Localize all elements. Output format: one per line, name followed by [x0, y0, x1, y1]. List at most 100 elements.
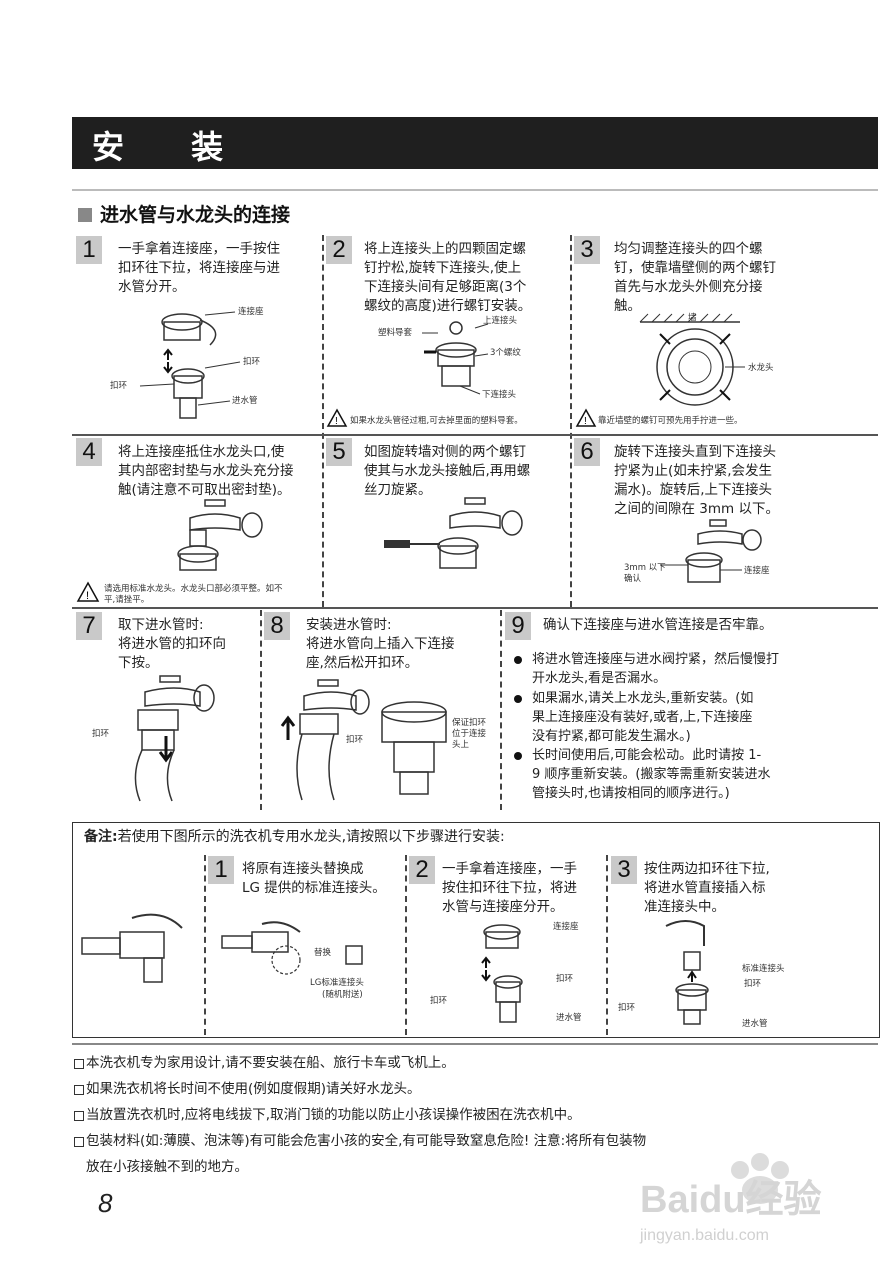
- label: 扣环: [744, 979, 762, 989]
- divider: [570, 235, 572, 607]
- footnote: 本洗衣机专为家用设计,请不要安装在船、旅行卡车或飞机上。: [86, 1055, 455, 1071]
- label: 扣环: [618, 1003, 636, 1013]
- warning-text: 请选用标准水龙头。水龙头口部必须平整。如不平,请挫平。: [104, 584, 283, 605]
- label: 扣环: [243, 357, 261, 367]
- hose-removal-illustration: [134, 675, 215, 802]
- step-number: 7: [76, 612, 102, 640]
- step-2-text: 将上连接头上的四颗固定螺钉拧松,旋转下连接头,使上下连接头间有足够距离(3个螺纹…: [364, 241, 532, 314]
- step-number: 8: [264, 612, 290, 640]
- label: 进水管: [232, 396, 258, 406]
- replace-connector-illustration: [221, 921, 363, 975]
- step-5-text: 如图旋转墙对侧的两个螺钉使其与水龙头接触后,再用螺丝刀旋紧。: [364, 444, 531, 498]
- special-faucet-illustration: [81, 913, 183, 983]
- label: 标准连接头: [742, 964, 785, 974]
- note-step-3-text: 按住两边扣环往下拉,将进水管直接插入标准连接头中。: [644, 861, 770, 915]
- bullet-icon: [514, 752, 522, 760]
- footnote: 包装材料(如:薄膜、泡沫等)有可能会危害小孩的安全,有可能导致窒息危险! 注意:…: [86, 1133, 647, 1149]
- step-3-text: 均匀调整连接头的四个螺钉，使靠墙壁侧的两个螺钉首先与水龙头外侧充分接触。: [614, 241, 776, 314]
- label: 扣环: [110, 381, 128, 391]
- svg-text:!: !: [584, 416, 587, 427]
- warning-icon: !: [326, 408, 348, 427]
- connector-illustration: [481, 924, 523, 1023]
- divider: [260, 610, 262, 810]
- svg-text:Baidu经验: Baidu经验: [640, 1179, 822, 1221]
- label: 扣环: [346, 735, 364, 745]
- header-rule: [72, 189, 878, 191]
- row-divider: [72, 607, 878, 609]
- step-9-bullet: 将进水管连接座与进水阀拧紧，然后慢慢打开水龙头,看是否漏水。: [532, 652, 780, 686]
- step-number: 2: [326, 236, 352, 264]
- page-number: 8: [98, 1188, 113, 1218]
- step-1-text: 一手拿着连接座，一手按住扣环往下拉，将连接座与进水管分开。: [118, 241, 280, 295]
- step-number: 3: [574, 236, 600, 264]
- warning-icon: !: [575, 408, 597, 427]
- section-marker-icon: [78, 208, 92, 222]
- divider: [606, 855, 608, 1035]
- warning-text: 靠近墙壁的螺钉可预先用手拧进一些。: [598, 416, 743, 426]
- label: 下连接头: [482, 390, 517, 400]
- label: 塑料导套: [378, 328, 413, 338]
- warning-text: 如果水龙头管径过粗,可去掉里面的塑料导套。: [350, 416, 523, 426]
- step-9-text: 确认下连接座与进水管连接是否牢靠。: [543, 617, 773, 633]
- label: 上连接头: [483, 316, 518, 326]
- baidu-watermark-logo: Baidu经验 jingyan.baidu.com: [639, 1153, 822, 1244]
- step-number: 1: [208, 856, 234, 884]
- step-9-bullet: 长时间使用后,可能会松动。此时请按 1-9 顺序重新安装。(搬家等需重新安装进水…: [532, 748, 771, 801]
- note-box: [72, 822, 880, 1038]
- label: LG标准连接头: [310, 978, 364, 988]
- checkbox-icon: [74, 1059, 84, 1069]
- divider: [204, 855, 206, 1035]
- bullet-icon: [514, 656, 522, 664]
- label: 扣环: [556, 974, 574, 984]
- label: 墙: [688, 313, 697, 323]
- label: 连接座: [744, 566, 770, 576]
- warning-icon: !: [76, 581, 100, 602]
- label: (随机附送): [322, 990, 363, 1000]
- step-number: 5: [326, 438, 352, 466]
- divider: [500, 610, 502, 810]
- faucet-illustration: [177, 499, 263, 571]
- label: 3mm 以下确认: [624, 563, 666, 584]
- label: 保证扣环位于连接头上: [452, 718, 487, 750]
- step-6-text: 旋转下连接头直到下连接头拧紧为止(如未拧紧,会发生漏水)。旋转后,上下连接头之间…: [614, 444, 779, 517]
- page-title: 安 装: [92, 128, 252, 166]
- label: 扣环: [92, 729, 110, 739]
- divider: [405, 855, 407, 1035]
- footnote: 放在小孩接触不到的地方。: [86, 1159, 248, 1175]
- label: 扣环: [430, 996, 448, 1006]
- step-7-text: 取下进水管时:将进水管的扣环向下按。: [118, 617, 226, 671]
- footnote-rule: [72, 1043, 878, 1045]
- svg-text:!: !: [86, 590, 89, 602]
- step-number: 3: [611, 856, 637, 884]
- label: 替换: [314, 948, 332, 958]
- gap-illustration: [660, 519, 762, 583]
- faucet-top-view-illustration: [639, 313, 745, 406]
- label: 连接座: [553, 922, 579, 932]
- step-number: 2: [409, 856, 435, 884]
- label: 水龙头: [748, 363, 774, 373]
- standard-connector-illustration: [665, 920, 709, 1025]
- label: 3个螺纹: [490, 348, 521, 358]
- step-number: 4: [76, 438, 102, 466]
- step-number: 1: [76, 236, 102, 264]
- step-8-text: 安装进水管时:将进水管向上插入下连接座,然后松开扣环。: [306, 617, 455, 671]
- label: 进水管: [742, 1019, 768, 1029]
- label: 连接座: [238, 307, 264, 317]
- footnote: 当放置洗衣机时,应将电线拔下,取消门锁的功能以防止小孩误操作被困在洗衣机中。: [86, 1107, 581, 1123]
- step-9-bullet: 如果漏水,请关上水龙头,重新安装。(如果上连接座没有装好,或者,上,下连接座没有…: [532, 691, 754, 744]
- connector-illustration: [139, 311, 241, 419]
- note-step-2-text: 一手拿着连接座，一手按住扣环往下拉，将进水管与连接座分开。: [442, 861, 577, 915]
- svg-text:!: !: [335, 416, 338, 427]
- note-header: 备注:若使用下图所示的洗衣机专用水龙头,请按照以下步骤进行安装:: [84, 829, 505, 845]
- step-number: 6: [574, 438, 600, 466]
- row-divider: [72, 434, 878, 436]
- hose-insert-illustration: [280, 679, 370, 801]
- screwdriver-illustration: [384, 497, 523, 569]
- checkbox-icon: [74, 1111, 84, 1121]
- section-title: 进水管与水龙头的连接: [100, 204, 291, 226]
- label: 进水管: [556, 1013, 582, 1023]
- svg-text:jingyan.baidu.com: jingyan.baidu.com: [639, 1227, 769, 1244]
- footnote: 如果洗衣机将长时间不使用(例如度假期)请关好水龙头。: [86, 1081, 421, 1097]
- checkbox-icon: [74, 1137, 84, 1147]
